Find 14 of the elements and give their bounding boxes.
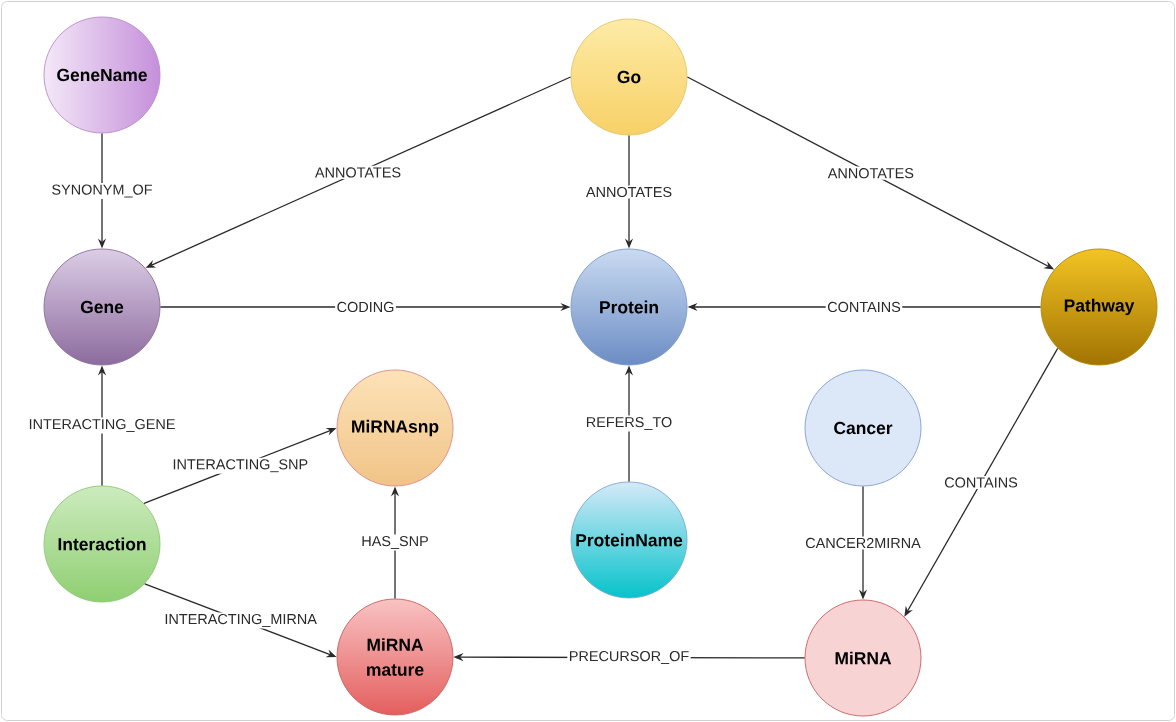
edge-label: INTERACTING_SNP — [171, 457, 310, 474]
edge-label: ANNOTATES — [826, 166, 916, 180]
edge-label: HAS_SNP — [359, 534, 431, 551]
edge-label: INTERACTING_GENE — [27, 417, 177, 434]
edge-label: CODING — [335, 300, 396, 314]
edge-label: CONTAINS — [942, 475, 1020, 490]
edge-label: SYNONYM_OF — [49, 183, 155, 199]
edge-label: CANCER2MIRNA — [803, 536, 923, 550]
edge-label: ANNOTATES — [584, 185, 674, 199]
edge-label: PRECURSOR_OF — [567, 649, 691, 666]
edge-label: INTERACTING_MIRNA — [162, 612, 319, 629]
edge-label: CONTAINS — [825, 300, 903, 314]
edge-label: ANNOTATES — [313, 165, 403, 180]
edge-label: REFERS_TO — [584, 415, 674, 432]
